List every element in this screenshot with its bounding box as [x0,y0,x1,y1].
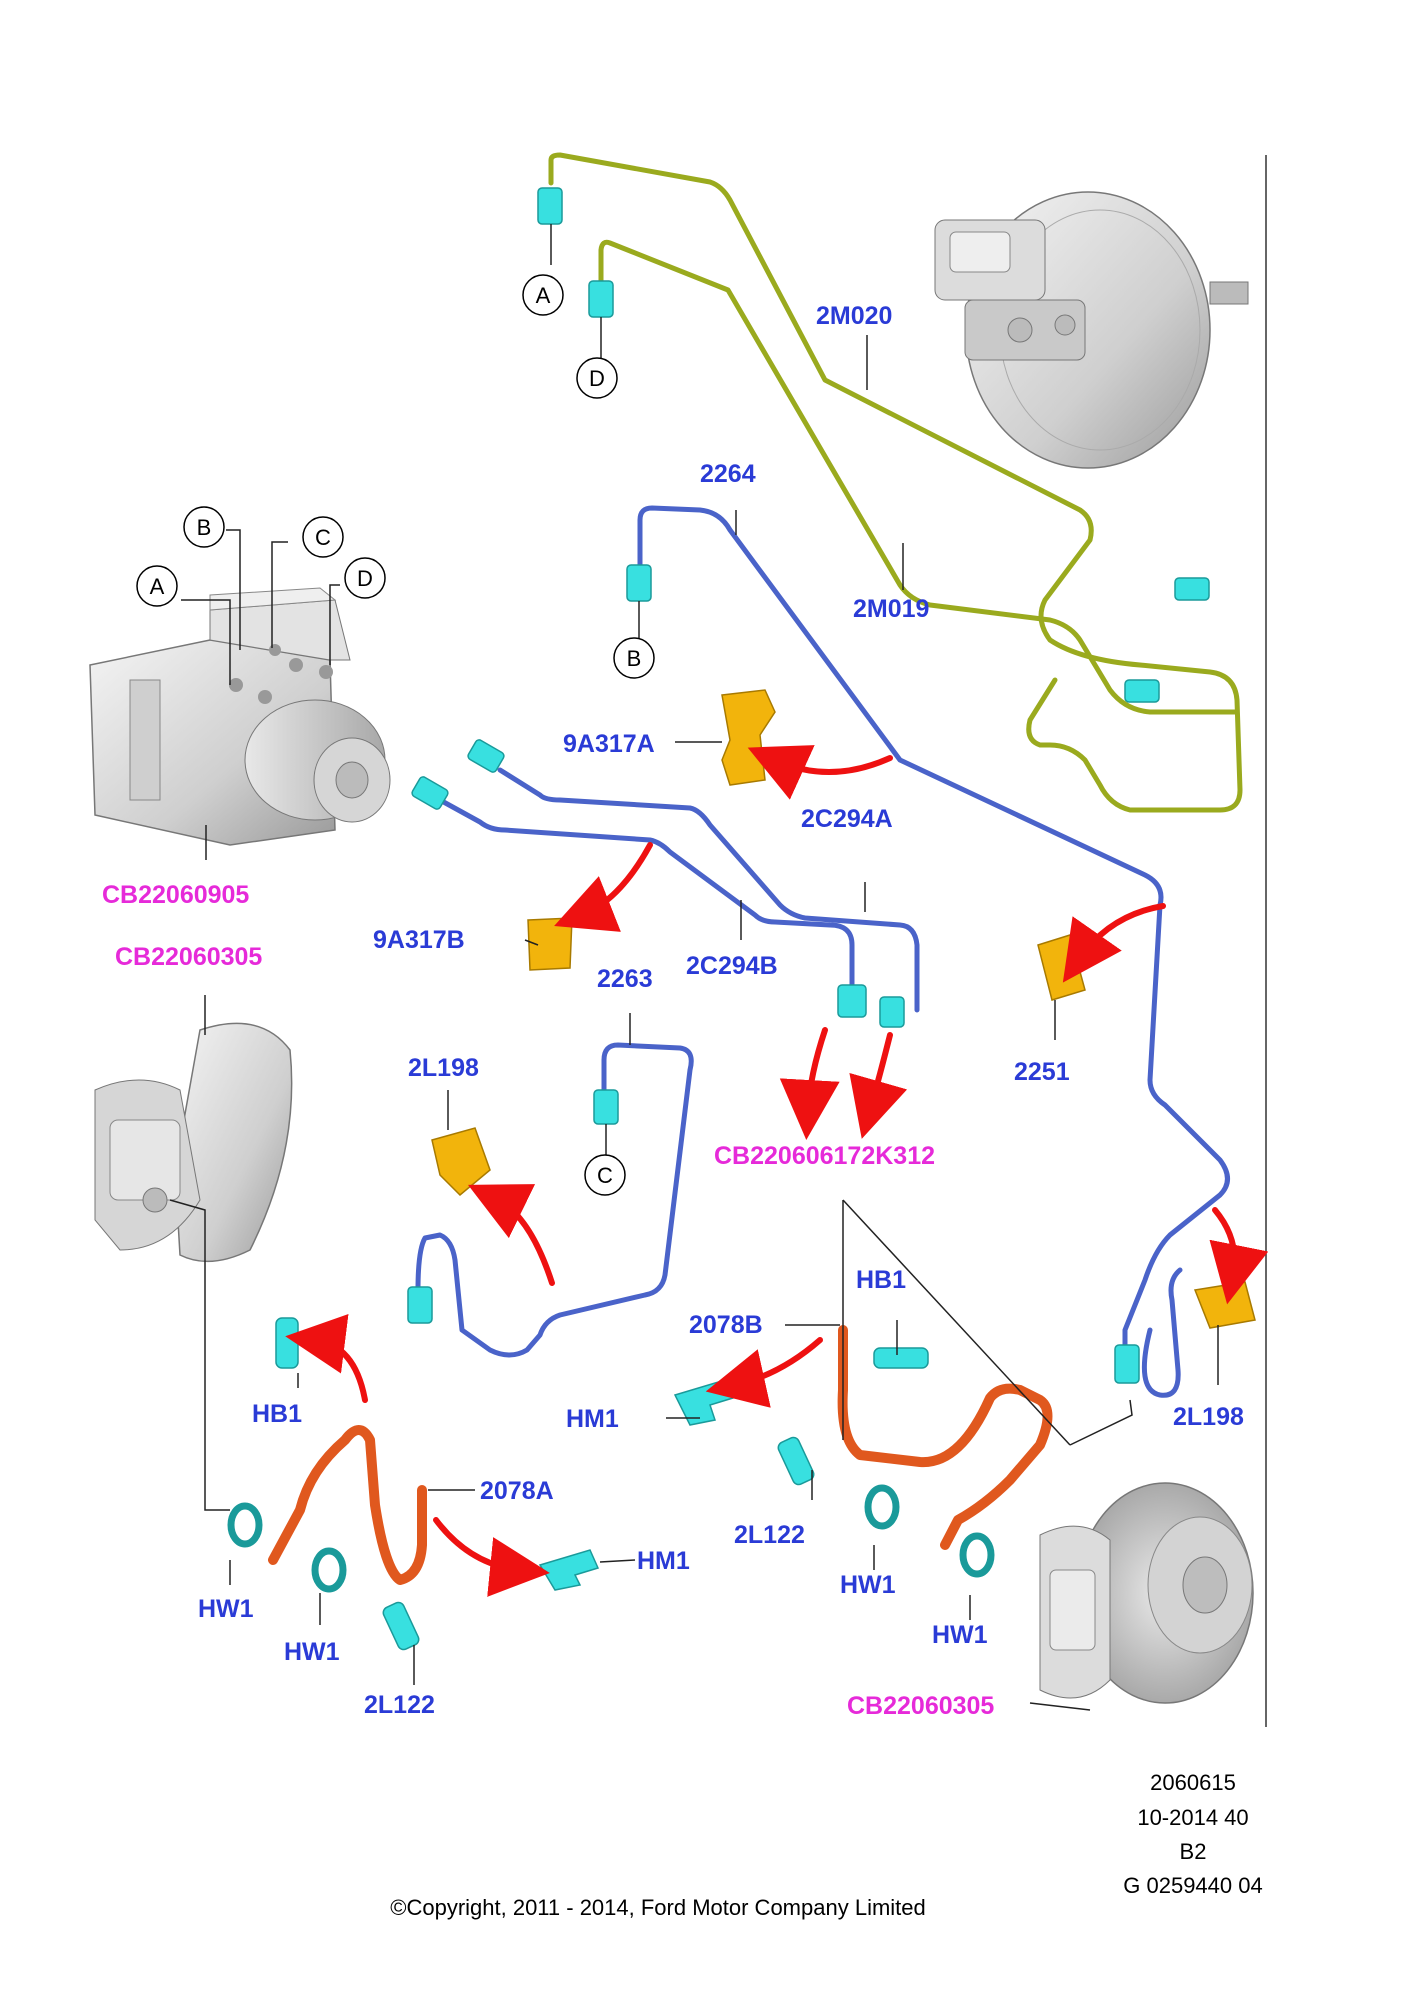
footer-illustration-number: 2060615 [1150,1770,1236,1795]
connector-d-abs: D [344,557,386,599]
arrow-to-hb1-left [285,1313,368,1403]
ref-cb-rear-right: CB22060305 [847,1692,994,1720]
footer-notes: 2060615 10-2014 40 B2 G 0259440 04 ©Copy… [390,1770,1262,1920]
label-hb1-right: HB1 [856,1266,906,1294]
brake-lines-blue [415,505,1230,1398]
label-2251: 2251 [1014,1058,1070,1086]
arrow-to-hm1-left [433,1517,550,1597]
ref-cb-rear-left: CB22060305 [115,943,262,971]
footer-graphic-id: G 0259440 04 [1123,1873,1262,1898]
fitting-d-top [588,280,614,318]
connector-d-top: D [576,357,618,399]
label-2l122-right: 2L122 [734,1521,805,1549]
brake-lines-green [548,152,1243,813]
fitting-abs-1 [467,739,505,773]
arrow-to-cb-lines-1 [779,1027,840,1140]
connector-c-abs: C [302,516,344,558]
connector-b-mid-label: B [627,646,642,671]
clip-2l198-left [431,1127,491,1197]
arrow-to-2l198-left [468,1184,555,1286]
bolt-hb1-left [275,1317,299,1369]
label-hw1-d: HW1 [932,1621,988,1649]
flex-hoses [268,1325,1053,1585]
footer-revision: B2 [1180,1839,1207,1864]
label-2m019: 2M019 [853,595,929,623]
fitting-booster-1 [1174,577,1210,601]
connector-a-top-label: A [536,283,551,308]
clip-hm1-left [538,1549,600,1591]
connector-d-abs-label: D [357,566,373,591]
label-2l198-left: 2L198 [408,1054,479,1082]
label-hb1-left: HB1 [252,1400,302,1428]
label-9a317b: 9A317B [373,926,465,954]
fitting-2c294a [879,996,905,1028]
connector-a-top: A [522,274,564,316]
washer-hw1-b [311,1547,347,1593]
arrow-to-9a317a [747,745,893,800]
clip-2l198-right [1193,1281,1256,1329]
label-2078a: 2078A [480,1477,554,1505]
arrow-to-9a317b [554,842,653,932]
brake-booster [934,191,1249,469]
label-hm1-right: HM1 [566,1405,619,1433]
connector-b-abs: B [183,506,225,548]
connector-c-mid: C [584,1154,626,1196]
label-hw1-b: HW1 [284,1638,340,1666]
connector-d-top-label: D [589,366,605,391]
label-2078b: 2078B [689,1311,763,1339]
label-hm1-left: HM1 [637,1547,690,1575]
copyright-notice: ©Copyright, 2011 - 2014, Ford Motor Comp… [390,1895,926,1920]
abs-module [89,587,391,846]
part-labels: 2M020 2264 2M019 9A317A 2C294A 9A317B 2C… [198,302,1244,1719]
fitting-a-top [537,187,563,225]
label-2l198-right: 2L198 [1173,1403,1244,1431]
label-2c294a: 2C294A [801,805,893,833]
clip-2251 [1037,934,1086,1001]
fitting-2264-end [1114,1344,1140,1384]
bolt-2l122-left [382,1601,420,1651]
label-2l122-left: 2L122 [364,1691,435,1719]
connector-b-abs-label: B [197,515,212,540]
fittings [227,187,1210,1651]
label-2m020: 2M020 [816,302,892,330]
connector-c-mid-label: C [597,1163,613,1188]
label-2263: 2263 [597,965,653,993]
clip-9a317a [721,689,776,786]
label-2264: 2264 [700,460,756,488]
washer-hw1-d [959,1532,995,1578]
label-9a317a: 9A317A [563,730,655,758]
reference-labels: CB22060905 CB22060305 CB220606172K312 CB… [102,881,994,1720]
connector-c-abs-label: C [315,525,331,550]
arrow-to-2l198-right [1209,1207,1269,1305]
label-2c294b: 2C294B [686,952,778,980]
fitting-booster-2 [1124,679,1160,703]
connector-a-abs: A [136,565,178,607]
arrow-to-2251 [1062,903,1166,983]
connector-a-abs-label: A [150,574,165,599]
arrow-to-cb-lines-2 [849,1032,908,1139]
fitting-2263-end [407,1286,433,1324]
ref-cb-abs: CB22060905 [102,881,249,909]
install-arrows [285,745,1269,1597]
ref-cb-lines: CB220606172K312 [714,1142,935,1170]
fitting-b-mid [626,564,652,602]
arrow-to-hm1-right [705,1337,823,1408]
leader-lines [169,224,1219,1711]
bolt-hb1-right [873,1347,929,1369]
washer-hw1-a [227,1502,263,1548]
footer-date-code: 10-2014 40 [1137,1805,1248,1830]
connector-letters: A D B C A B C D [136,274,655,1196]
washer-hw1-c [864,1484,900,1530]
rear-right-brake-assembly [1039,1482,1254,1704]
label-hw1-a: HW1 [198,1595,254,1623]
fitting-2c294b [837,984,867,1018]
connector-b-mid: B [613,637,655,679]
bolt-2l122-right [777,1436,815,1486]
fitting-c-mid [593,1089,619,1125]
label-hw1-c: HW1 [840,1571,896,1599]
rear-left-brake-assembly [94,1022,293,1263]
fitting-abs-2 [411,776,449,810]
